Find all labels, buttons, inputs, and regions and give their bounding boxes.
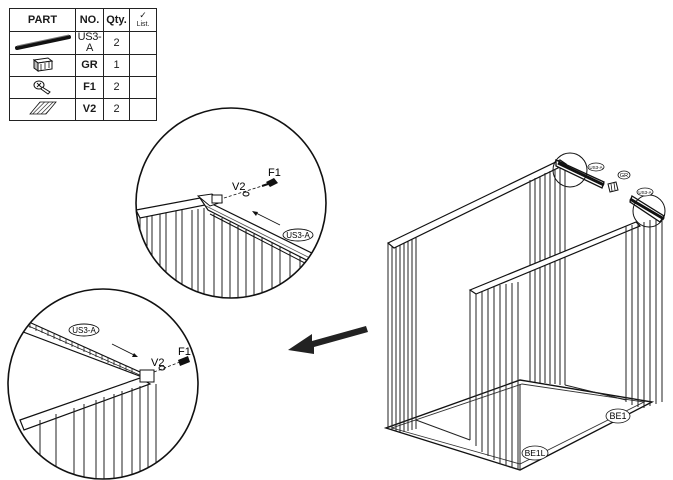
label-v2: V2 (151, 357, 164, 369)
label-us3a-main-left: US3-A (589, 165, 602, 170)
connector-block-icon (32, 57, 53, 72)
direction-arrow-icon (288, 326, 368, 354)
label-f1: F1 (268, 167, 281, 179)
label-us3a: US3-A (286, 231, 310, 240)
callout-bubble (636, 187, 654, 197)
detail-circle-top (135, 107, 327, 299)
rear-top-rails (552, 152, 666, 228)
detail-view-bottom: US3-A V2 F1 (7, 288, 199, 480)
check-cell[interactable] (129, 98, 157, 121)
part-image-cell (9, 98, 76, 121)
part-image-cell (9, 31, 76, 55)
label-v2: V2 (232, 181, 245, 193)
header-list-label: List. (136, 21, 150, 28)
checkmark-icon: ✓ (139, 10, 147, 20)
washer-icon (28, 101, 57, 115)
part-qty: 2 (103, 31, 130, 55)
callout-bubble (521, 445, 549, 461)
callout-bubble (282, 228, 314, 242)
detail-circle-bottom (7, 288, 199, 480)
callout-bubble (68, 323, 100, 337)
table-header-row: PART NO. Qty. ✓List. (9, 8, 157, 32)
label-f1: F1 (178, 346, 191, 358)
callout-bubble (587, 162, 605, 172)
table-row: V2 2 (9, 98, 157, 121)
label-be1l: BE1L (525, 448, 546, 458)
check-cell[interactable] (129, 31, 157, 55)
table-row: US3-A 2 (9, 31, 157, 55)
parts-table: PART NO. Qty. ✓List. US3-A 2 (9, 8, 157, 121)
label-gr: GR (620, 173, 628, 179)
callout-bubble (605, 408, 631, 424)
detail-view-top: V2 F1 US3-A (135, 107, 327, 299)
callout-bubble (617, 170, 631, 180)
label-us3a: US3-A (72, 326, 96, 335)
table-row: F1 2 (9, 76, 157, 99)
label-be1: BE1 (609, 411, 626, 421)
screw-icon (33, 80, 51, 95)
long-rail-icon (14, 34, 71, 50)
shed-frame (383, 159, 663, 471)
label-us3a-main-right: US3-A (638, 190, 651, 195)
